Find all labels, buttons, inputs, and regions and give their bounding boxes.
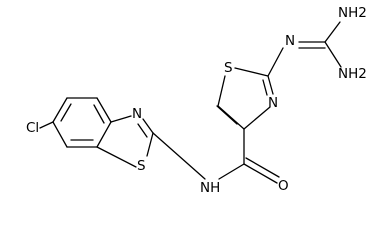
bond-c2-imine (267, 47, 284, 77)
bond-btz-n-c2 (142, 118, 154, 134)
atom-n-thiazole: N (268, 95, 278, 111)
bond-c-nh2-top (324, 21, 341, 43)
atom-nh2-bottom: NH2 (338, 66, 367, 82)
bond-benzene-1-inner (60, 103, 72, 122)
atom-cl: Cl (26, 120, 39, 136)
atom-s-thiazole: S (224, 60, 233, 76)
bond-benzene-4 (96, 121, 112, 148)
atom-labels: Cl S N NH O S N N NH2 NH2 (26, 5, 367, 196)
bond-thz-c2-n (267, 75, 274, 95)
atom-nh2-top: NH2 (338, 5, 367, 21)
bond-carbonyl-o (243, 163, 278, 184)
bond-benzene-1 (52, 97, 68, 123)
bond-thz-c2-n-inner (262, 79, 268, 96)
chemical-structure: Cl S N NH O S N N NH2 NH2 (26, 5, 367, 196)
bond-benzene-3 (96, 97, 112, 123)
atom-n-benzothiazole: N (132, 106, 142, 122)
atom-n-imine: N (285, 33, 295, 49)
atom-o-carbonyl: O (278, 178, 289, 194)
atom-nh-amide: NH (200, 180, 220, 196)
bond-thz-c5-s (217, 75, 226, 107)
bond-carbonyl-o-inner (245, 157, 280, 178)
bond-btz-s-c7a (96, 146, 137, 168)
bond-c2-nh (152, 132, 206, 180)
bonds (39, 21, 342, 184)
bond-thz-c4-c5-inner (216, 105, 238, 125)
bond-c-nh2-bottom (324, 41, 342, 68)
bond-benzene-3-inner (93, 104, 105, 124)
bond-thz-s-c2 (234, 67, 269, 77)
bond-benzene-6 (52, 121, 68, 148)
atom-s-benzothiazole: S (137, 158, 146, 174)
bond-thz-c4-c5 (217, 105, 245, 130)
bond-thz-n-c4 (243, 106, 271, 130)
bond-cl (39, 121, 54, 129)
bond-btz-n-c2-inner (137, 123, 148, 138)
bond-nh-carbonyl (218, 163, 245, 180)
bond-btz-c3a-n (110, 115, 132, 123)
bond-btz-c2-s (146, 132, 154, 157)
